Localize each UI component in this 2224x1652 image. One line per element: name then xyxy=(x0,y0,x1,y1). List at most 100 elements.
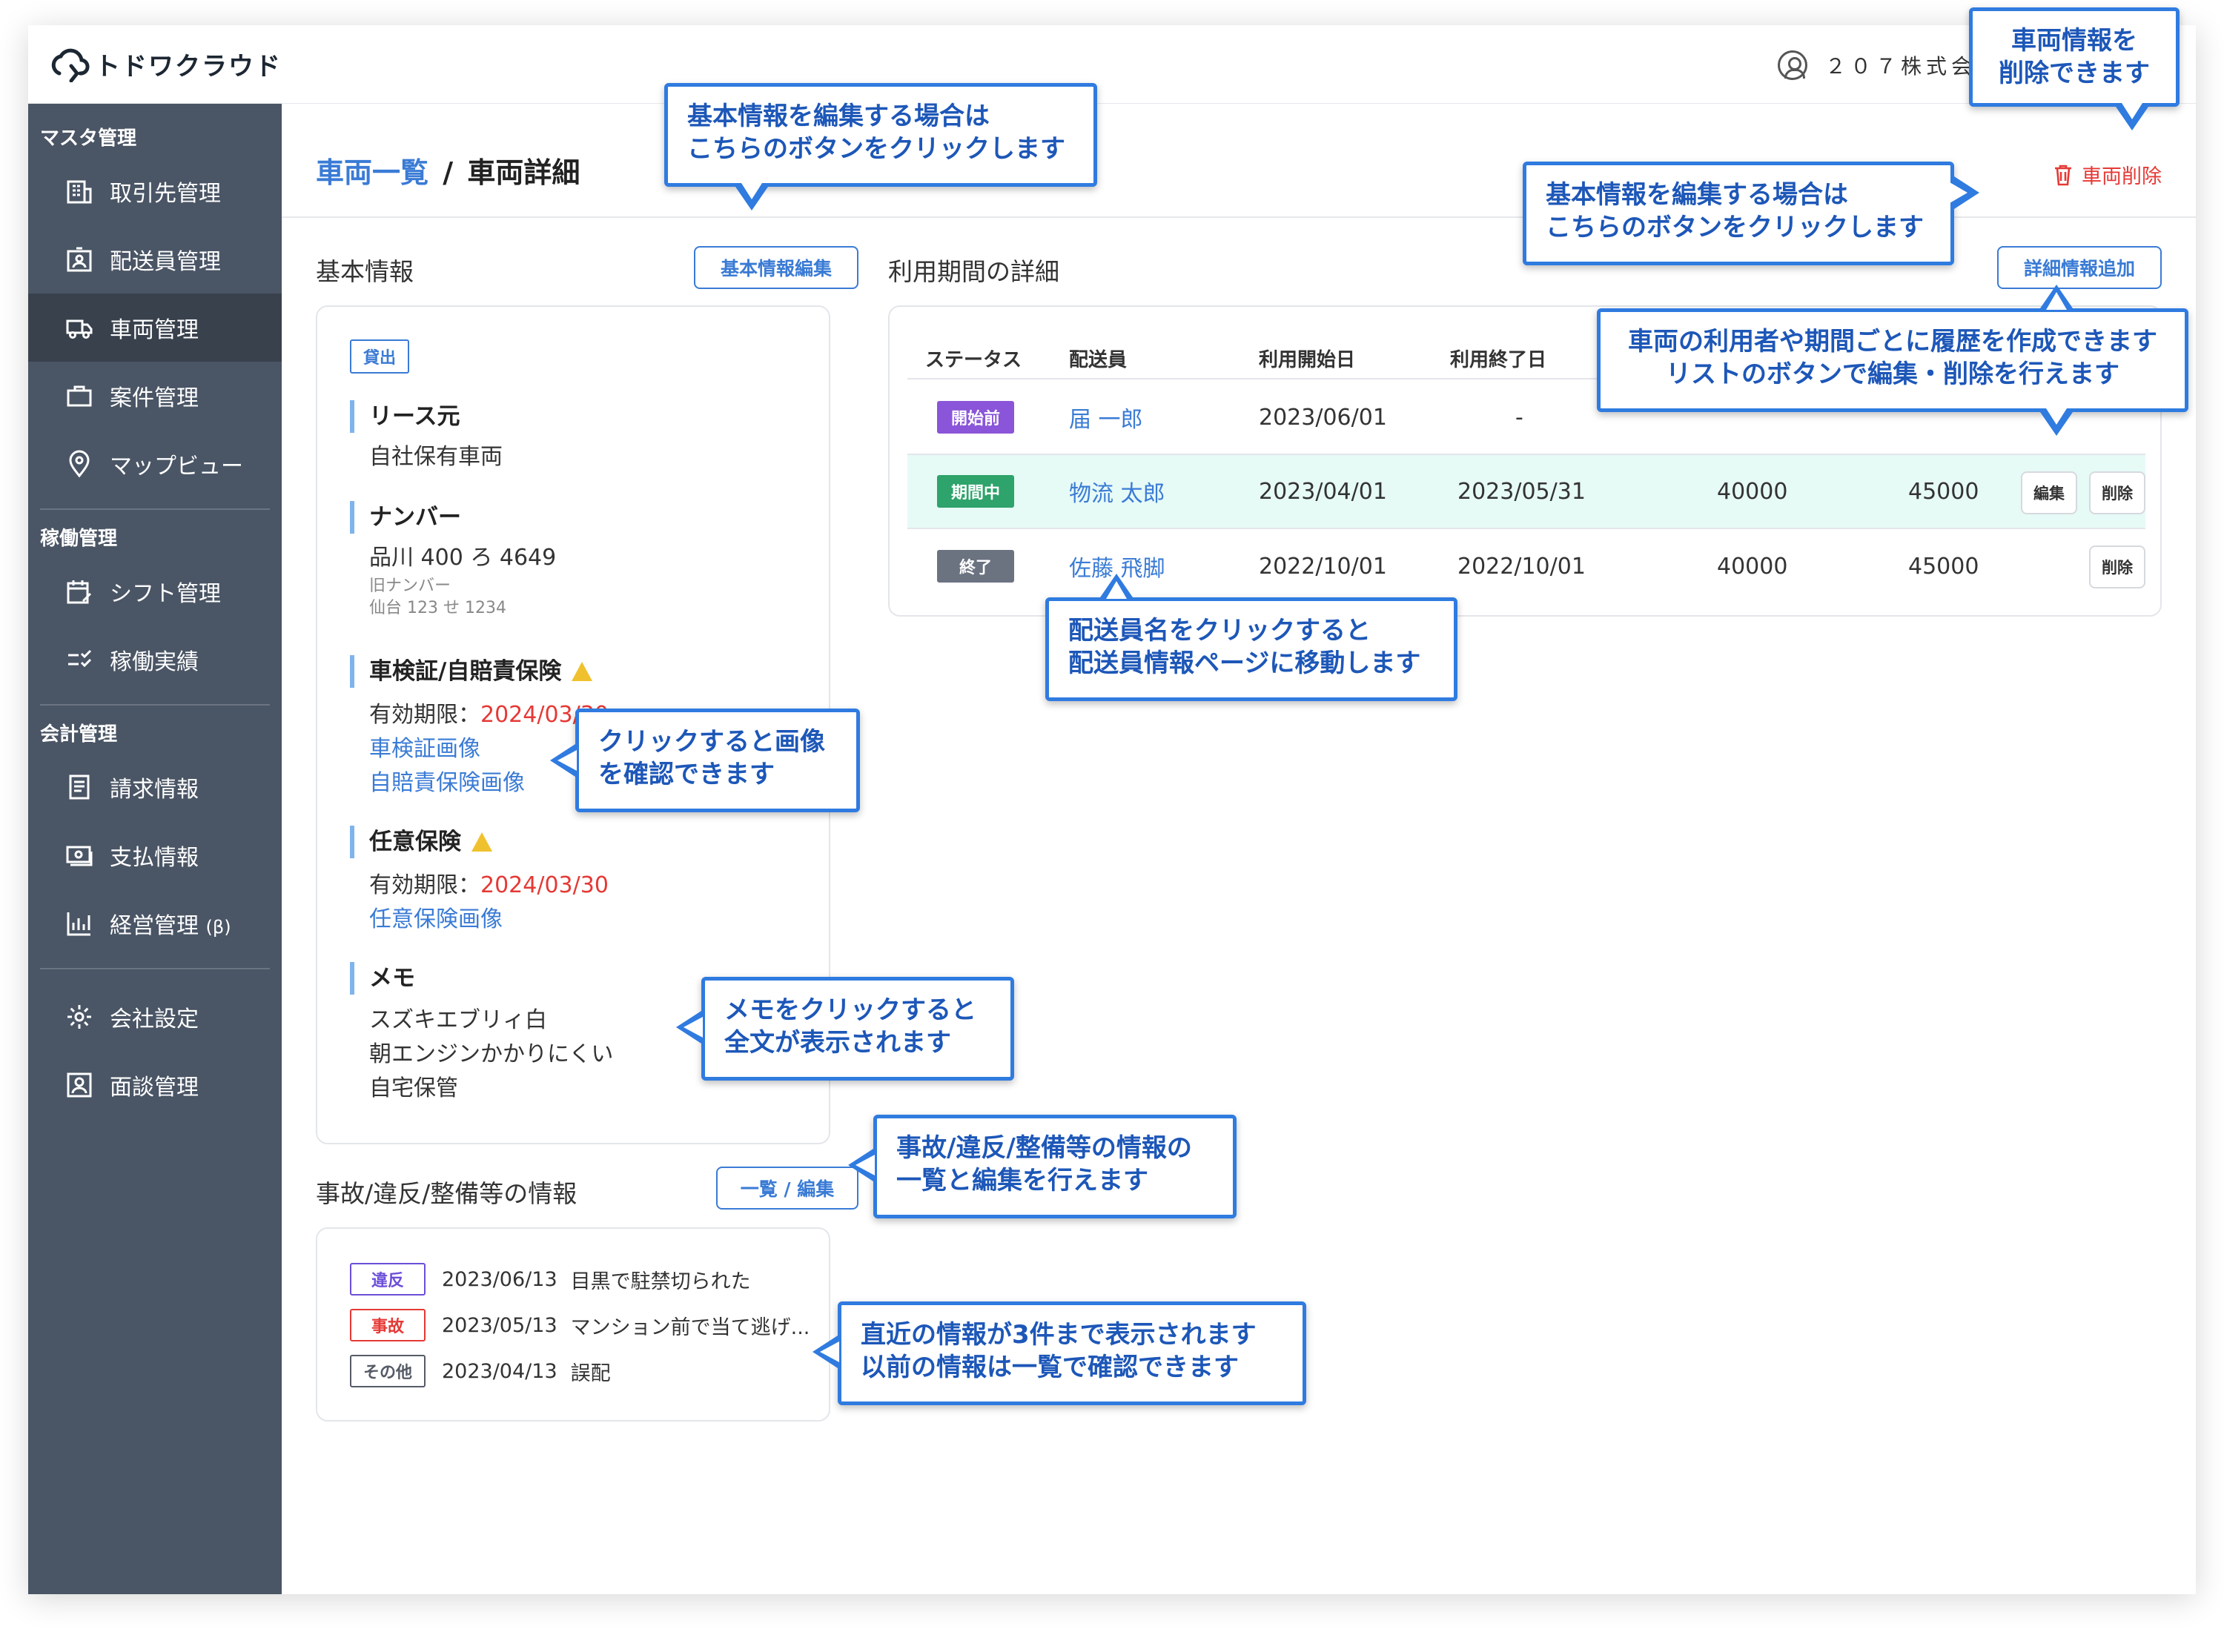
callout-memo: メモをクリックすると 全文が表示されます xyxy=(701,977,1014,1081)
callout-detail-add: 基本情報を編集する場合は こちらのボタンをクリックします xyxy=(1523,162,1954,265)
delete-button[interactable]: 削除 xyxy=(2089,545,2145,588)
add-detail-button[interactable]: 詳細情報追加 xyxy=(1997,246,2162,289)
checklist-icon xyxy=(65,646,93,674)
sidebar-item-label: 案件管理 xyxy=(110,385,199,411)
beta-label: (β) xyxy=(205,917,231,938)
sidebar-item-label: 車両管理 xyxy=(110,317,199,343)
value-2: 45000 xyxy=(1908,553,1979,580)
callout-tail xyxy=(1106,581,1127,599)
accident-tag: 事故 xyxy=(350,1309,426,1341)
old-number-label: 旧ナンバー xyxy=(369,577,451,595)
lending-status-tag: 貸出 xyxy=(350,339,409,374)
briefcase-icon xyxy=(65,382,93,410)
table-row: 終了 佐藤 飛脚 2022/10/01 2022/10/01 40000 450… xyxy=(907,529,2145,603)
logo-text: トドワクラウド xyxy=(95,51,282,82)
delete-button[interactable]: 削除 xyxy=(2089,471,2145,514)
callout-driver-link: 配送員名をクリックすると 配送員情報ページに移動します xyxy=(1045,597,1457,701)
driver-link[interactable]: 物流 太郎 xyxy=(1069,481,1165,507)
sidebar-item-label: 請求情報 xyxy=(110,777,199,803)
company-account[interactable]: ２０７株式会社 xyxy=(1778,47,2002,83)
basic-info-title: 基本情報 xyxy=(316,257,414,286)
violation-tag: 違反 xyxy=(350,1263,426,1296)
end-date: - xyxy=(1515,404,1523,431)
lease-field: リース元 自社保有車両 xyxy=(350,400,503,474)
sidebar-divider xyxy=(40,508,270,510)
liability-image-link[interactable]: 自賠責保険画像 xyxy=(369,770,525,796)
sidebar-item-actuals[interactable]: 稼働実績 xyxy=(28,626,282,694)
callout-tail xyxy=(1950,182,1967,203)
sidebar-item-projects[interactable]: 案件管理 xyxy=(28,362,282,430)
memo-field[interactable]: メモ スズキエブリィ白 朝エンジンかかりにくい 自宅保管 xyxy=(350,962,613,1106)
callout-recent: 直近の情報が3件まで表示されます 以前の情報は一覧で確認できます xyxy=(838,1301,1306,1405)
breadcrumb-vehicle-list-link[interactable]: 車両一覧 xyxy=(316,156,429,189)
header-end: 利用終了日 xyxy=(1450,348,1547,371)
breadcrumb-separator: / xyxy=(443,156,454,189)
sidebar-item-vehicles[interactable]: 車両管理 xyxy=(28,293,282,362)
callout-basic-edit: 基本情報を編集する場合は こちらのボタンをクリックします xyxy=(664,83,1097,187)
logo[interactable]: トドワクラウド xyxy=(49,43,282,84)
invoice-icon xyxy=(65,773,93,801)
sidebar-item-invoices[interactable]: 請求情報 xyxy=(28,753,282,821)
sidebar-item-label: 取引先管理 xyxy=(110,181,221,207)
sidebar-item-payments[interactable]: 支払情報 xyxy=(28,821,282,889)
optional-insurance-heading: 任意保険 xyxy=(369,829,461,855)
usage-title: 利用期間の詳細 xyxy=(888,257,1059,286)
delete-vehicle-button[interactable]: 車両削除 xyxy=(2053,160,2162,189)
optional-insurance-image-link[interactable]: 任意保険画像 xyxy=(369,906,503,932)
incident-item[interactable]: 違反 2023/06/13 目黒で駐禁切られた xyxy=(350,1261,751,1297)
inspection-image-link[interactable]: 車検証画像 xyxy=(369,736,480,762)
sidebar-item-map[interactable]: マップビュー xyxy=(28,430,282,498)
callout-tail xyxy=(2122,103,2142,119)
callout-tail xyxy=(2046,292,2067,310)
old-number-value: 仙台 123 せ 1234 xyxy=(369,599,506,617)
delete-vehicle-label: 車両削除 xyxy=(2082,165,2162,188)
sidebar-item-label: 会社設定 xyxy=(110,1006,199,1032)
callout-tail xyxy=(741,183,762,199)
incidents-list-edit-button[interactable]: 一覧 / 編集 xyxy=(716,1167,858,1210)
end-date: 2023/05/31 xyxy=(1457,478,1586,505)
header-start: 利用開始日 xyxy=(1259,348,1356,371)
sidebar-item-company-settings[interactable]: 会社設定 xyxy=(28,983,282,1051)
memo-line: スズキエブリィ白 xyxy=(369,1007,547,1033)
truck-icon xyxy=(65,314,93,342)
incident-item[interactable]: 事故 2023/05/13 マンション前で当て逃げ... xyxy=(350,1307,810,1343)
number-field: ナンバー 品川 400 ろ 4649 旧ナンバー 仙台 123 せ 1234 xyxy=(350,501,556,620)
incidents-card: 違反 2023/06/13 目黒で駐禁切られた 事故 2023/05/13 マン… xyxy=(316,1227,830,1422)
sidebar-item-management[interactable]: 経営管理 (β) xyxy=(28,889,282,958)
memo-line: 朝エンジンかかりにくい xyxy=(369,1041,614,1067)
person-board-icon xyxy=(65,1071,93,1099)
money-icon xyxy=(65,841,93,869)
sidebar-item-clients[interactable]: 取引先管理 xyxy=(28,157,282,225)
status-badge: 期間中 xyxy=(937,475,1014,508)
table-row: 期間中 物流 太郎 2023/04/01 2023/05/31 40000 45… xyxy=(907,455,2145,529)
sidebar-item-label: 配送員管理 xyxy=(110,249,221,275)
value-1: 40000 xyxy=(1717,553,1788,580)
basic-info-edit-button[interactable]: 基本情報編集 xyxy=(694,246,858,289)
expiry-label: 有効期限： xyxy=(369,702,480,728)
warning-icon xyxy=(572,662,593,681)
start-date: 2023/06/01 xyxy=(1259,404,1387,431)
sidebar-item-interviews[interactable]: 面談管理 xyxy=(28,1051,282,1119)
sidebar-section-operations: 稼働管理 xyxy=(40,528,118,550)
header-status: ステータス xyxy=(925,348,1022,371)
sidebar-item-drivers[interactable]: 配送員管理 xyxy=(28,225,282,293)
start-date: 2022/10/01 xyxy=(1259,553,1387,580)
usage-table-header: ステータス 配送員 利用開始日 利用終了日 xyxy=(907,338,2145,379)
sidebar: マスタ管理 取引先管理 配送員管理 車両管理 案件管理 マップビュー 稼働管理 … xyxy=(28,104,282,1594)
driver-link[interactable]: 届 一郎 xyxy=(1069,407,1143,433)
value-2: 45000 xyxy=(1908,478,1979,505)
other-tag: その他 xyxy=(350,1355,426,1387)
sidebar-item-label: 面談管理 xyxy=(110,1075,199,1101)
id-card-icon xyxy=(65,245,93,273)
status-badge: 開始前 xyxy=(937,401,1014,434)
optional-expiry-date: 2024/03/30 xyxy=(480,872,609,898)
incident-item[interactable]: その他 2023/04/13 誤配 xyxy=(350,1353,611,1389)
inspection-field: 車検証/自賠責保険 有効期限：2024/03/30 車検証画像 自賠責保険画像 xyxy=(350,655,609,800)
incident-text: マンション前で当て逃げ... xyxy=(570,1316,810,1339)
incident-text: 目黒で駐禁切られた xyxy=(570,1270,751,1293)
inspection-heading: 車検証/自賠責保険 xyxy=(369,658,562,685)
edit-button[interactable]: 編集 xyxy=(2021,471,2077,514)
incident-date: 2023/04/13 xyxy=(442,1359,557,1383)
sidebar-item-shifts[interactable]: シフト管理 xyxy=(28,557,282,626)
sidebar-divider xyxy=(40,704,270,706)
